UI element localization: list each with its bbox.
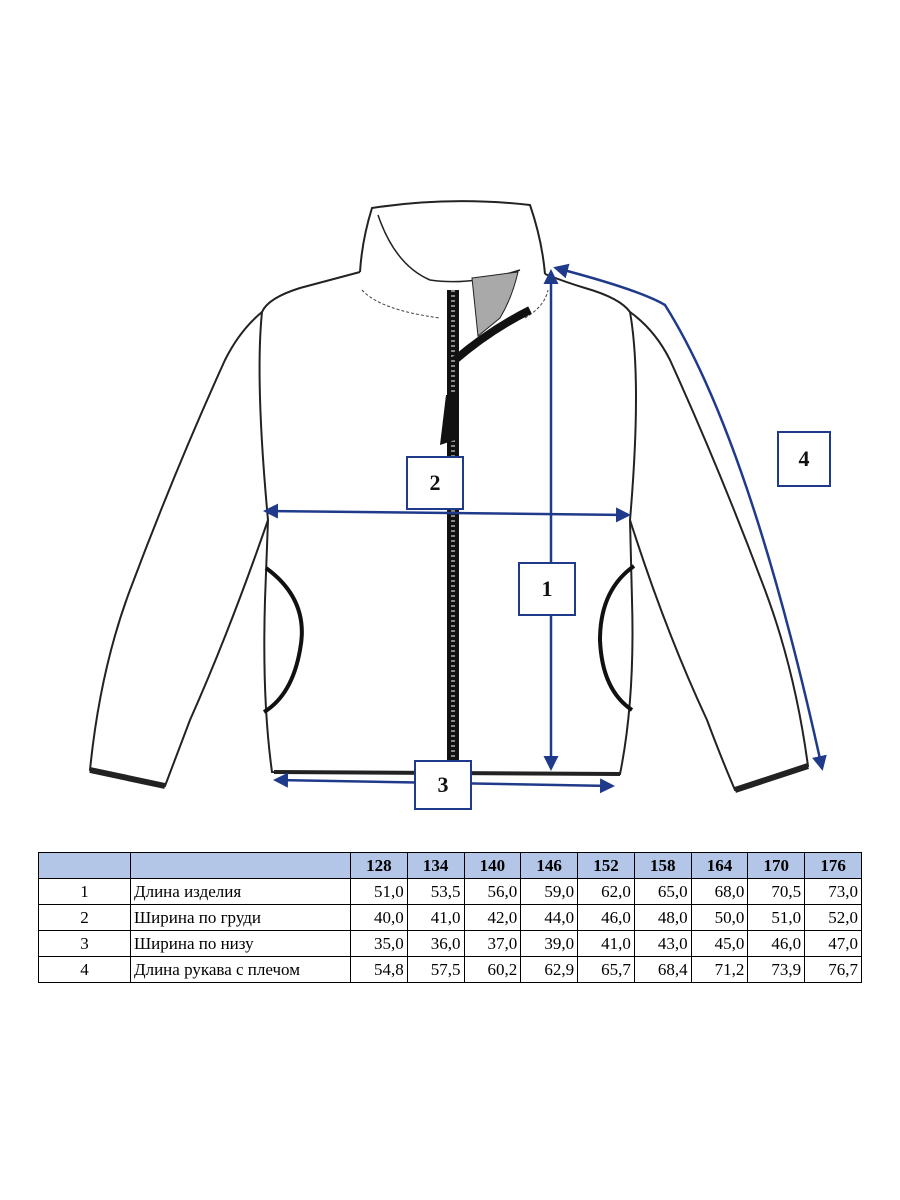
row-name: Ширина по груди <box>130 904 351 931</box>
value-cell: 42,0 <box>463 904 522 931</box>
size-header: 158 <box>633 852 692 879</box>
value-cell: 40,0 <box>350 904 408 931</box>
size-header: 164 <box>690 852 749 879</box>
size-header: 134 <box>406 852 465 879</box>
row-number: 2 <box>38 904 131 931</box>
row-name: Длина изделия <box>130 878 351 905</box>
value-cell: 43,0 <box>633 930 692 957</box>
size-header: 128 <box>350 852 408 879</box>
size-header: 152 <box>577 852 635 879</box>
size-header-row: 128 134 140 146 152 158 164 170 176 <box>38 852 862 879</box>
size-table: 128 134 140 146 152 158 164 170 176 1 Дл… <box>38 852 862 983</box>
table-row: 4 Длина рукава с плечом 54,8 57,5 60,2 6… <box>38 956 862 983</box>
left-sleeve <box>88 311 269 788</box>
zipper-top <box>452 306 532 364</box>
left-pocket <box>262 566 304 714</box>
value-cell: 45,0 <box>690 930 749 957</box>
collar-inner <box>377 214 521 283</box>
value-cell: 65,7 <box>577 956 635 983</box>
collar-stitch-right <box>524 289 549 319</box>
collar <box>359 200 546 275</box>
value-cell: 41,0 <box>406 904 465 931</box>
value-cell: 46,0 <box>747 930 806 957</box>
value-cell: 62,0 <box>577 878 635 905</box>
value-cell: 70,5 <box>747 878 806 905</box>
value-cell: 53,5 <box>406 878 465 905</box>
right-pocket <box>597 564 636 712</box>
value-cell: 51,0 <box>350 878 408 905</box>
value-cell: 76,7 <box>804 956 862 983</box>
label-hem: 3 <box>414 760 472 810</box>
value-cell: 62,9 <box>520 956 579 983</box>
header-num-cell <box>38 852 131 879</box>
value-cell: 73,9 <box>747 956 806 983</box>
value-cell: 39,0 <box>520 930 579 957</box>
label-sleeve: 4 <box>777 431 831 487</box>
value-cell: 46,0 <box>577 904 635 931</box>
row-name: Ширина по низу <box>130 930 351 957</box>
arrow-sleeve <box>553 263 827 771</box>
value-cell: 68,0 <box>690 878 749 905</box>
size-header: 170 <box>747 852 806 879</box>
right-sleeve <box>629 311 810 792</box>
lining <box>471 271 519 337</box>
value-cell: 50,0 <box>690 904 749 931</box>
value-cell: 71,2 <box>690 956 749 983</box>
row-number: 4 <box>38 956 131 983</box>
value-cell: 52,0 <box>804 904 862 931</box>
jacket-diagram <box>88 200 827 794</box>
collar-stitch <box>361 289 441 319</box>
value-cell: 60,2 <box>463 956 522 983</box>
row-number: 1 <box>38 878 131 905</box>
table-row: 3 Ширина по низу 35,0 36,0 37,0 39,0 41,… <box>38 930 862 957</box>
value-cell: 44,0 <box>520 904 579 931</box>
value-cell: 68,4 <box>633 956 692 983</box>
right-cuff <box>734 763 809 793</box>
value-cell: 47,0 <box>804 930 862 957</box>
left-cuff <box>89 767 166 789</box>
value-cell: 56,0 <box>463 878 522 905</box>
label-chest: 2 <box>406 456 464 510</box>
value-cell: 41,0 <box>577 930 635 957</box>
value-cell: 65,0 <box>633 878 692 905</box>
value-cell: 54,8 <box>350 956 408 983</box>
size-header: 140 <box>463 852 522 879</box>
value-cell: 36,0 <box>406 930 465 957</box>
size-header: 146 <box>520 852 579 879</box>
table-row: 2 Ширина по груди 40,0 41,0 42,0 44,0 46… <box>38 904 862 931</box>
row-name: Длина рукава с плечом <box>130 956 351 983</box>
value-cell: 57,5 <box>406 956 465 983</box>
table-row: 1 Длина изделия 51,0 53,5 56,0 59,0 62,0… <box>38 878 862 905</box>
value-cell: 51,0 <box>747 904 806 931</box>
size-header: 176 <box>804 852 862 879</box>
label-length: 1 <box>518 562 576 616</box>
value-cell: 48,0 <box>633 904 692 931</box>
row-number: 3 <box>38 930 131 957</box>
zipper-pull <box>440 395 458 445</box>
value-cell: 59,0 <box>520 878 579 905</box>
value-cell: 37,0 <box>463 930 522 957</box>
value-cell: 73,0 <box>804 878 862 905</box>
header-name-cell <box>130 852 351 879</box>
value-cell: 35,0 <box>350 930 408 957</box>
